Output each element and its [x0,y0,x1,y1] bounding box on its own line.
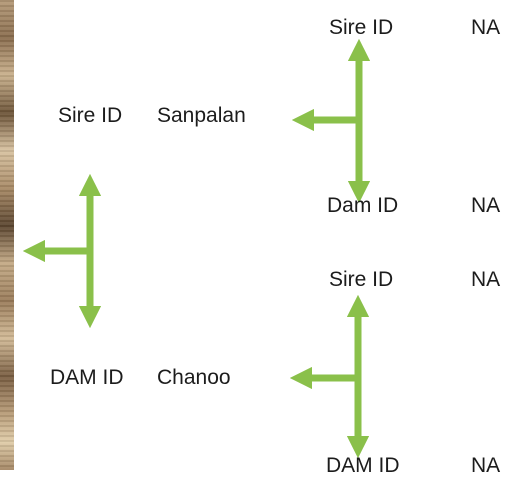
animal-dam-id-value: Chanoo [157,366,231,389]
sire-dam-id-value: NA [471,194,501,217]
animal-dam-id-label: DAM ID [50,366,124,389]
branch-arrow-icon [289,294,370,459]
sire-sire-id-label: Sire ID [329,16,394,39]
branch-arrow-icon [22,173,102,329]
sire-sire-id-value: NA [471,16,501,39]
dam-sire-id-label: Sire ID [329,268,394,291]
dam-dam-id-label: DAM ID [326,454,400,477]
sire-dam-id-label: Dam ID [327,194,399,217]
animal-sire-id-label: Sire ID [58,104,123,127]
dam-sire-id-value: NA [471,268,501,291]
dam-dam-id-value: NA [471,454,501,477]
animal-sire-id-value: Sanpalan [157,104,246,127]
branch-arrow-icon [291,38,371,204]
cattle-photo-fragment [0,0,14,470]
